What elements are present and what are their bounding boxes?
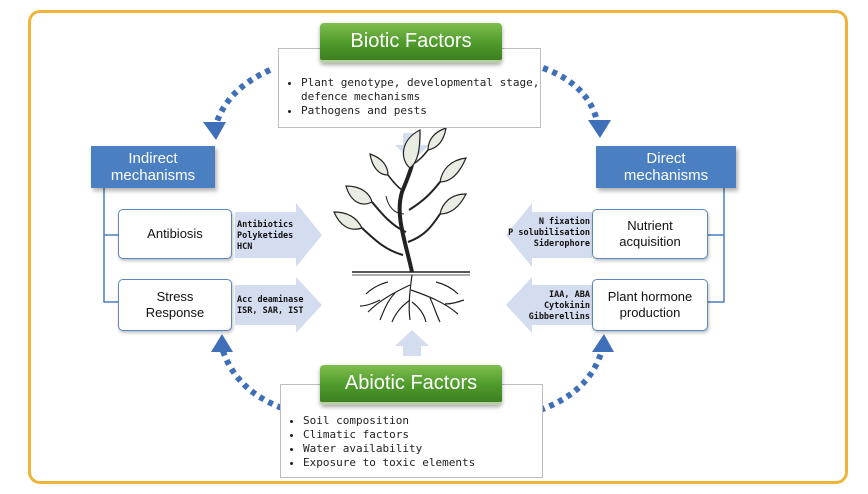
direct-mechanisms-header: Direct mechanisms xyxy=(596,146,736,188)
abiotic-item: Exposure to toxic elements xyxy=(303,456,542,470)
plant-icon xyxy=(333,127,470,323)
cycle-arrowhead-bottom-left xyxy=(211,334,233,352)
antibiosis-details: Antibiotics Polyketides HCN xyxy=(237,220,294,252)
cycle-arrowhead-bottom-right xyxy=(592,334,614,352)
cycle-arrowhead-top-left xyxy=(203,122,226,140)
abiotic-item: Water availability xyxy=(303,442,542,456)
direct-connector xyxy=(706,187,725,303)
abiotic-item: Soil composition xyxy=(303,414,542,428)
antibiosis-arrow xyxy=(235,203,322,267)
indirect-connector xyxy=(103,187,120,303)
diagram-frame xyxy=(28,10,848,484)
antibiosis-box: Antibiosis xyxy=(118,209,232,259)
abiotic-up-arrow xyxy=(395,330,429,356)
plant-hormone-box: Plant hormone production xyxy=(592,279,708,331)
biotic-factors-title: Biotic Factors xyxy=(320,23,502,63)
stress-details: Acc deaminase ISR, SAR, IST xyxy=(237,295,304,316)
indirect-mechanisms-header: Indirect mechanisms xyxy=(91,146,215,188)
biotic-item: Plant genotype, developmental stage, def… xyxy=(301,76,540,104)
cycle-arrowhead-top-right xyxy=(588,120,611,138)
cycle-arrow-top-right xyxy=(541,65,601,126)
cycle-arrow-top-left xyxy=(212,67,272,129)
nutrient-details: N fixation P solubilisation Siderophore xyxy=(508,217,590,249)
stress-arrow xyxy=(235,277,322,333)
hormone-arrow xyxy=(506,277,592,333)
cycle-arrow-bottom-left xyxy=(219,347,284,411)
biotic-item: Pathogens and pests xyxy=(301,104,540,118)
hormone-details: IAA, ABA Cytokinin Gibberellins xyxy=(528,290,590,322)
abiotic-item: Climatic factors xyxy=(303,428,542,442)
cycle-arrow-bottom-right xyxy=(538,349,605,413)
nutrient-acquisition-box: Nutrient acquisition xyxy=(592,209,708,259)
stress-response-box: Stress Response xyxy=(118,279,232,331)
nutrient-arrow xyxy=(506,203,592,267)
abiotic-factors-title: Abiotic Factors xyxy=(320,365,502,405)
